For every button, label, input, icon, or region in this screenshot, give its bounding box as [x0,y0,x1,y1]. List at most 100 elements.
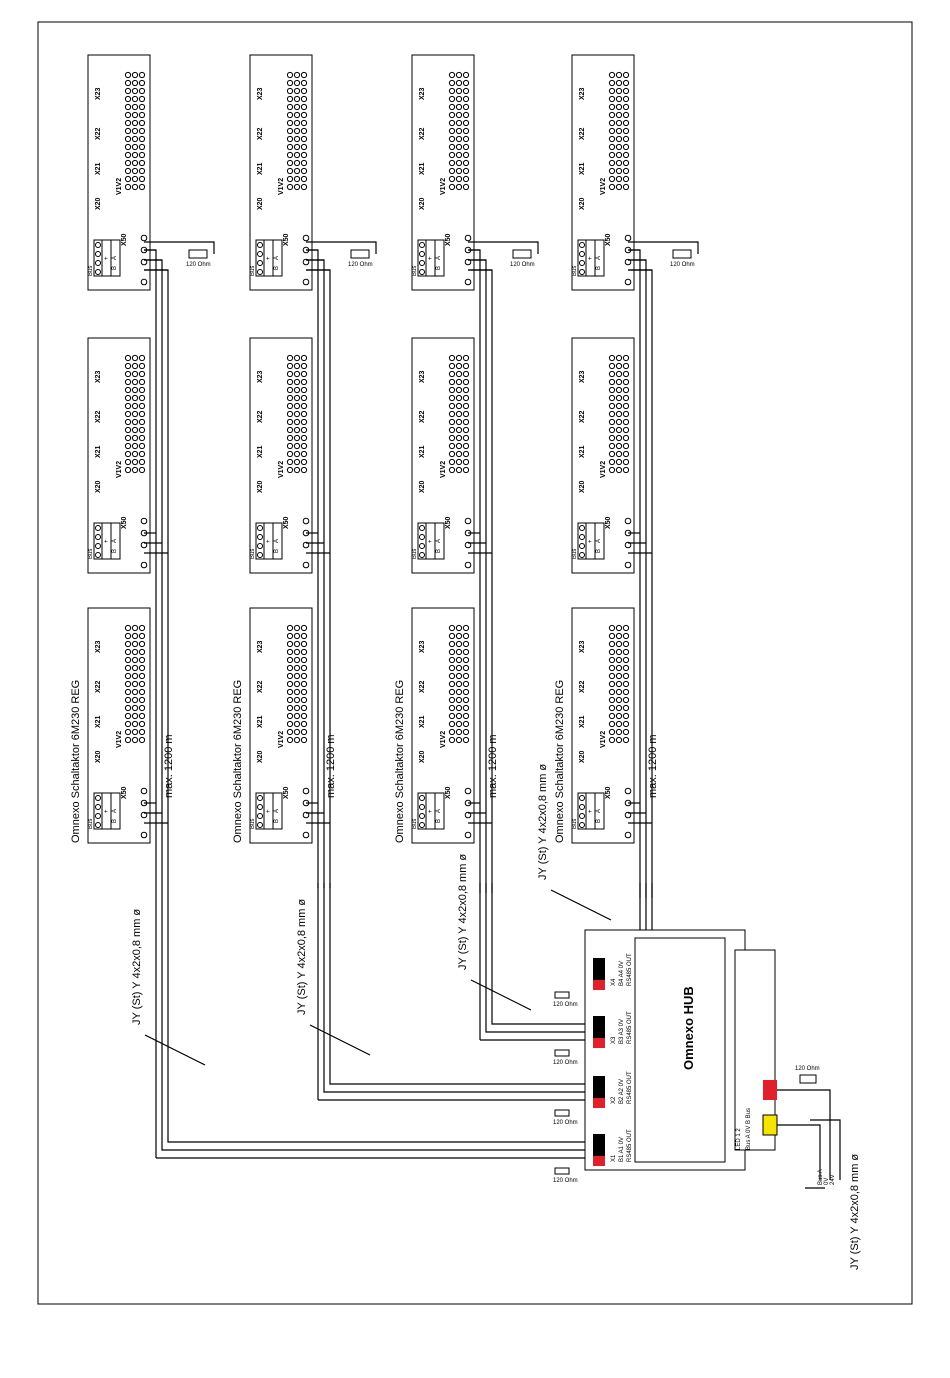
terminal-plus-label: + [104,539,110,543]
cable-type-label: JY (St) Y 4x2x0,8 mm ø [296,899,308,1015]
output-terminal [615,696,623,704]
output-terminal [615,720,623,728]
terminal-bus-label: Bus [250,549,256,559]
output-terminal [622,656,630,664]
terminal-plus-label: + [588,256,594,260]
output-terminal [300,736,308,744]
output-terminal [622,624,630,632]
output-terminal [455,720,463,728]
cable-type-label: JY (St) Y 4x2x0,8 mm ø [131,909,143,1025]
output-terminal [448,450,456,458]
output-terminal [462,175,470,183]
output-terminal [131,466,139,474]
output-terminal [608,648,616,656]
output-terminal [124,175,132,183]
cable-type-label: JY (St) Y 4x2x0,8 mm ø [537,764,549,880]
output-terminal [448,183,456,191]
terminal-a-label: A [112,539,118,543]
output-terminal [131,95,139,103]
output-terminal [608,402,616,410]
v1v2-label: V1V2 [278,731,285,748]
bus-terminal [419,269,425,275]
output-terminal [622,648,630,656]
port-name: X1 [611,1154,617,1162]
connector-label: X22 [257,127,264,140]
output-terminal [124,664,132,672]
connector-label: X20 [419,750,426,763]
terminator-label: 120 Ohm [510,262,535,268]
terminal-b-label: B [274,549,280,553]
output-terminal [124,183,132,191]
v1v2-label: V1V2 [600,461,607,478]
output-terminal [615,87,623,95]
output-terminal [124,450,132,458]
x50-terminal [464,278,472,286]
output-terminal [131,410,139,418]
hub-title: Omnexo HUB [681,986,696,1070]
output-terminal [462,71,470,79]
output-terminal [300,648,308,656]
output-terminal [293,720,301,728]
output-terminal [124,728,132,736]
terminal-a-label: A [112,256,118,260]
terminal-plus-label: + [428,539,434,543]
bus-terminal [579,804,585,810]
bus-terminal [257,822,263,828]
output-terminal [131,712,139,720]
output-terminal [300,402,308,410]
connector-label: X21 [257,162,264,175]
output-terminal [138,640,146,648]
output-terminal [286,656,294,664]
output-terminal [622,426,630,434]
output-terminal [286,378,294,386]
output-terminal [124,410,132,418]
output-terminal [124,71,132,79]
output-terminal [615,103,623,111]
output-terminal [448,151,456,159]
output-terminal [455,458,463,466]
output-terminal [124,111,132,119]
output-terminal [615,704,623,712]
output-terminal [462,450,470,458]
output-terminal [615,712,623,720]
output-terminal [622,434,630,442]
x50-terminal [302,787,310,795]
output-terminal [615,418,623,426]
terminal-b-label: B [596,266,602,270]
x50-label: X50 [283,516,290,529]
output-terminal [124,442,132,450]
max-length-label: max. 1200 m [487,734,499,798]
bus-terminal [419,251,425,257]
output-terminal [131,648,139,656]
output-terminal [462,736,470,744]
output-terminal [455,95,463,103]
terminal-b-label: B [112,819,118,823]
output-terminal [615,378,623,386]
output-terminal [622,664,630,672]
connector-label: X20 [579,480,586,493]
output-terminal [138,418,146,426]
x50-terminal [624,278,632,286]
output-terminal [615,71,623,79]
output-terminal [124,362,132,370]
output-terminal [462,632,470,640]
terminal-bus-label: Bus [412,549,418,559]
output-terminal [622,167,630,175]
connector-label: X22 [419,680,426,693]
bus-terminal [579,534,585,540]
terminal-bus-label: Bus [88,819,94,829]
output-terminal [462,434,470,442]
output-terminal [448,378,456,386]
output-terminal [286,159,294,167]
bus-terminal [95,260,101,266]
output-terminal [138,450,146,458]
v1v2-label: V1V2 [600,178,607,195]
output-terminal [286,386,294,394]
output-terminal [138,410,146,418]
connector-label: X22 [257,680,264,693]
